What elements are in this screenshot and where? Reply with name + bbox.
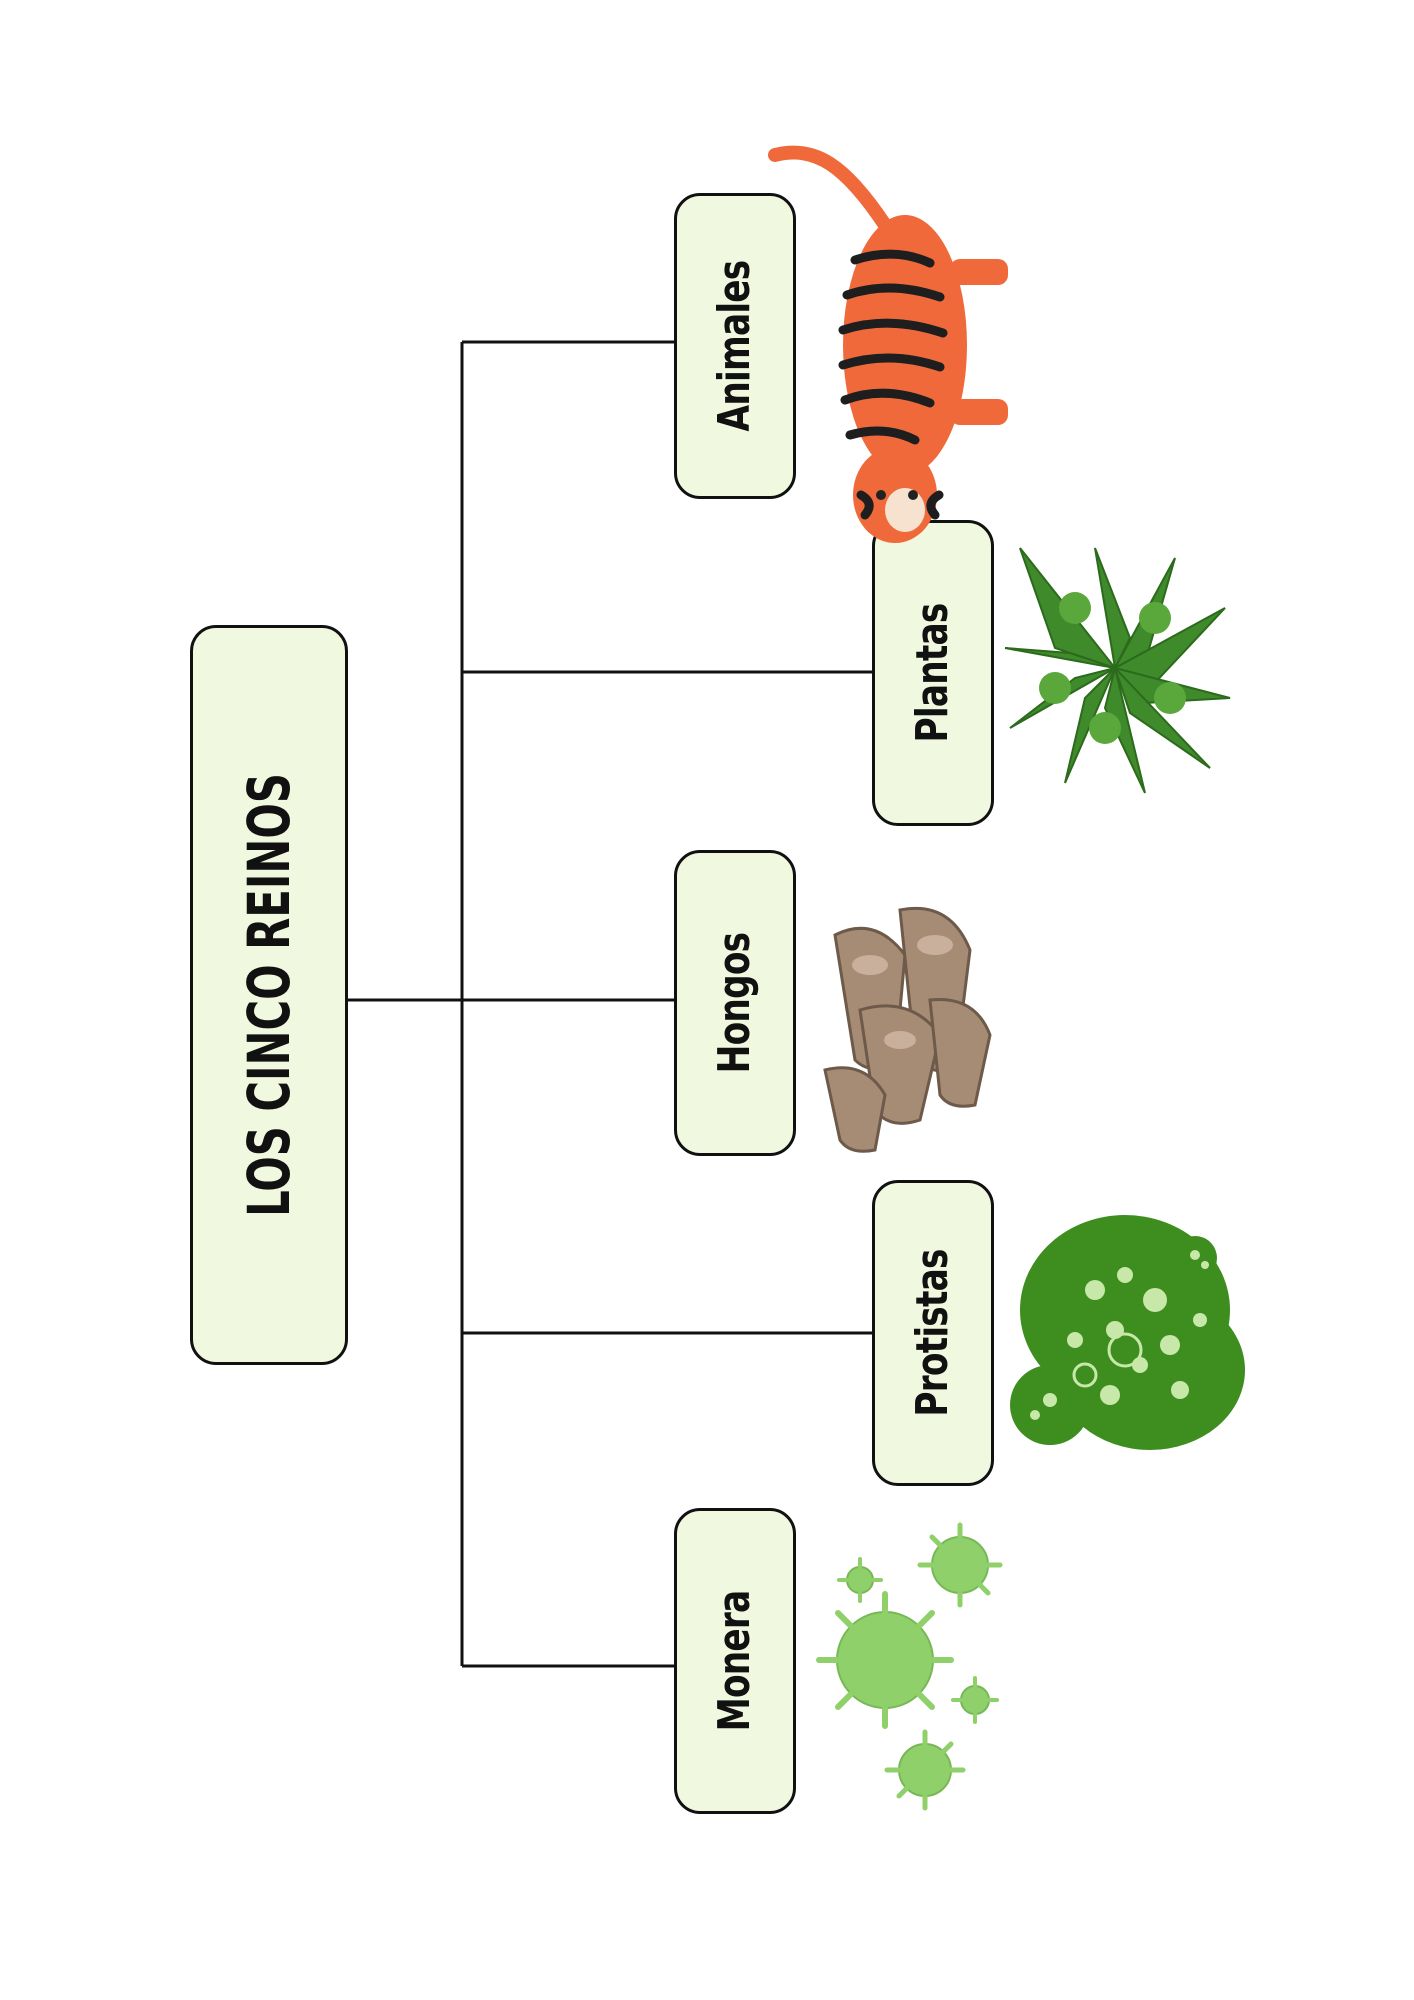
root-node: LOS CINCO REINOS [190,625,348,1365]
node-animales: Animales [674,193,796,499]
node-protistas: Protistas [872,1180,994,1486]
node-plantas: Plantas [872,520,994,826]
node-monera: Monera [674,1508,796,1814]
node-hongos: Hongos [674,850,796,1156]
